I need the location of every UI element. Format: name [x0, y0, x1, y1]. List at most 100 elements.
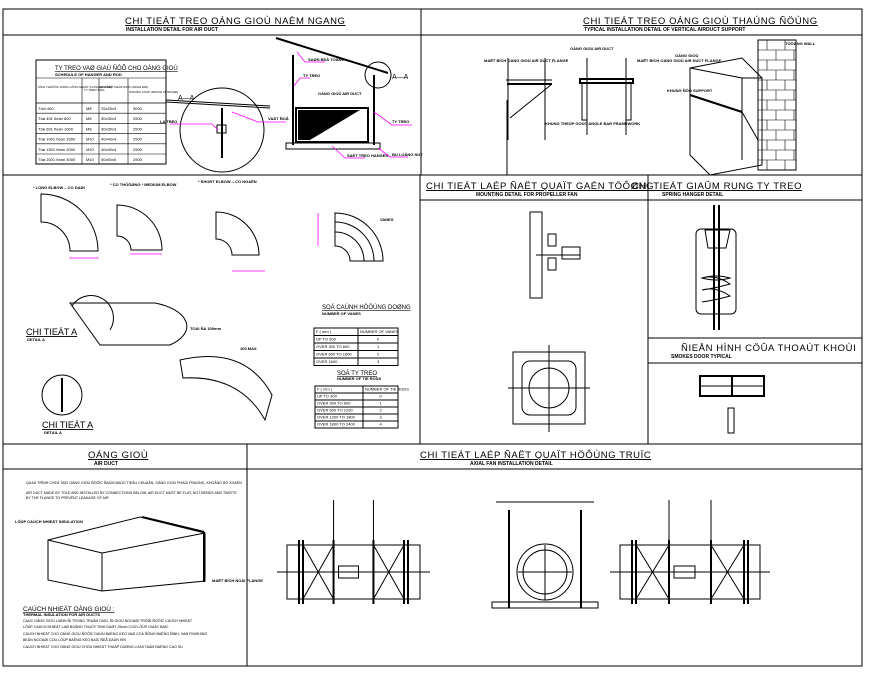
- section-smoke-door: ÑIEÅN HÌNH CÖÛA THOAÙT KHOÙI SMOKES DOOR…: [671, 343, 856, 434]
- label: VANES: [380, 217, 394, 222]
- vaned-elbow: [334, 212, 384, 262]
- table-title: SOÁ CAÙNH HÖÔÙNG DOØNG: [322, 304, 411, 311]
- label: * CO THÖÔØNG * MEDIUM ELBOW: [110, 182, 177, 187]
- label: VAÄT ÑOÃ: [268, 116, 289, 121]
- note: CAÙCH NHIEÄT CHO OÁNG GIOÙ ÑÖÔÏC DAÙN BA…: [23, 631, 208, 636]
- table-cell: UP TO 300: [316, 337, 337, 342]
- duct-elbow-3d: [69, 302, 188, 346]
- note: AIR DUCT MADE BY TOLE AND INSTALLED BY C…: [26, 491, 237, 495]
- section-air-duct: OÁNG GIOÙ AIR DUCT QUAÙ TRÌNH CHEÁ TAÏO …: [15, 450, 263, 649]
- section-subtitle: INSTALLATION DETAIL FOR AIR DUCT: [126, 27, 218, 33]
- section-horizontal-duct: CHI TIEÁT TREO OÁNG GIOÙ NAÈM NGANG INST…: [35, 16, 423, 173]
- table-cell: 2500: [133, 157, 143, 162]
- medium-elbow: [116, 204, 163, 251]
- label: LA TREO: [160, 119, 177, 124]
- table-header: GIAÙ ÑÔÕ THEÙP GOÙC (ANGLE BAR): [100, 84, 148, 89]
- insulation-title: CAÙCH NHIEÄT OÁNG GIOÙ :: [23, 604, 115, 613]
- table-title: TY TREO VAØ GIAÙ ÑÔÕ CHO OÁNG GIOÙ: [55, 65, 178, 72]
- table-cell: UP TO 300: [317, 394, 338, 399]
- table-subtitle: SCHEDULE OF HANGER AND ROD: [55, 72, 122, 77]
- section-mark: A—A: [392, 74, 409, 81]
- table-cell: 0: [380, 394, 383, 399]
- section-subtitle: TYPICAL INSTALLATION DETAIL OF VERTICAL …: [584, 27, 745, 33]
- section-title: CHI TIEÁT LAÉP ÑAËT QUAÏT HÖÔÙNG TRUÏC: [420, 450, 651, 461]
- section-mark: A—A: [178, 95, 195, 102]
- table-cell: M10: [86, 137, 95, 142]
- table-cell: 2: [377, 352, 380, 357]
- table-header: KHOAÛNG CAÙCH (SPACING OF HANGER): [129, 91, 178, 94]
- table-cell: 0: [377, 337, 380, 342]
- table-cell: 2500: [133, 116, 143, 121]
- brick-wall: [757, 39, 797, 171]
- section-subtitle: AIR DUCT: [94, 461, 118, 467]
- table-cell: 50x50x5: [101, 157, 117, 162]
- vanes-table: SOÁ CAÙNH HÖÔÙNG DOØNG NUMBER OF VANES F…: [313, 304, 411, 366]
- section-title: ÑIEÅN HÌNH CÖÛA THOAÙT KHOÙI: [681, 343, 856, 354]
- table-cell-box: [357, 357, 399, 366]
- label: MAËT BÍCH NOÁI FLANGE: [212, 578, 263, 583]
- table-cell: 40x40x4: [101, 137, 117, 142]
- table-cell: 30x30x3: [101, 126, 117, 131]
- table-cell: 30x30x3: [101, 116, 117, 121]
- table-header: NUMBER OF VANES: [360, 329, 399, 334]
- note: BY THE FLANGE TO PREVENT LEAKAGE OF AIR: [26, 496, 109, 500]
- table-cell: 1: [380, 401, 383, 406]
- detail-title: CHI TIEÁT A: [42, 420, 93, 430]
- detail-a-circle: [41, 374, 83, 416]
- label: * SHORT ELBOW – CO NGAÉN: [198, 179, 257, 184]
- table-cell: M8: [86, 126, 92, 131]
- table-cell: OVER 1200 TO 1800: [317, 415, 356, 420]
- label: OÁNG GIOÙ AIR DUCT: [570, 46, 614, 51]
- label: * LONG ELBOW – CO DAØI: [33, 185, 85, 190]
- short-elbow: [215, 211, 260, 256]
- curved-duct: [179, 356, 273, 422]
- label: TY TREO: [392, 119, 409, 124]
- section-title: CHI TIEÁT GIAÛM RUNG TY TREO: [632, 181, 802, 192]
- table-cell: OVER 1800 TO 2400: [317, 422, 356, 427]
- section-spring-hanger: CHI TIEÁT GIAÛM RUNG TY TREO SPRING HANG…: [632, 181, 802, 330]
- label: OÁNG GIOÙ AIR DUCT: [318, 91, 362, 96]
- section-propeller-fan: CHI TIEÁT LAÉP ÑAËT QUAÏT GAÉN TÖÔØNG MO…: [426, 181, 653, 432]
- table-cell: 3: [377, 359, 380, 364]
- table-header: F ( mm ): [316, 329, 332, 334]
- table-cell: OVER 600 TO 1200: [317, 408, 353, 413]
- label: MAËT BÍCH OÁNG GIOÙ AIR DUCT FLANGE: [484, 58, 569, 63]
- label: OÁNG GIOÙ: [675, 53, 698, 58]
- table-cell: M10: [86, 147, 95, 152]
- slab-line: [275, 37, 389, 74]
- label: TOÁI ÑA 100mm: [190, 326, 222, 331]
- air-duct-section: [295, 107, 369, 143]
- table-header: F ( mm ): [317, 387, 333, 392]
- table-subtitle: NUMBER OF TIE RODS: [337, 376, 382, 381]
- table-cell: M8: [86, 106, 92, 111]
- note: CAÙC OÁNG GIOÙ LAÏNH ÑI TRONG TRAÀN GIAÛ…: [23, 618, 193, 623]
- table-subtitle: NUMBER OF VANES: [322, 311, 361, 316]
- section-subtitle: MOUNTING DETAIL FOR PROPELLER FAN: [476, 192, 578, 198]
- table-cell: 3000: [133, 106, 143, 111]
- table-cell: Töø 1501 ñeán 2000: [38, 147, 76, 152]
- section-vertical-duct: CHI TIEÁT TREO OÁNG GIOÙ THAÚNG ÑÖÙNG TY…: [484, 16, 817, 176]
- label: 100 MAX: [240, 346, 257, 351]
- section-title: OÁNG GIOÙ: [88, 450, 148, 461]
- table-cell: M10: [86, 157, 95, 162]
- label: BU LOÂNG NUT: [392, 152, 423, 157]
- table-cell: OVER 300 TO 600: [317, 401, 351, 406]
- table-title: SOÁ TY TREO: [337, 370, 377, 377]
- long-elbow: [40, 193, 99, 252]
- table-cell: 2500: [133, 126, 143, 131]
- table-cell: Töø 2001 ñeán 3000: [38, 157, 76, 162]
- section-subtitle: SPRING HANGER DETAIL: [662, 192, 723, 198]
- hanger-schedule-table: TY TREO VAØ GIAÙ ÑÔÕ CHO OÁNG GIOÙ SCHED…: [35, 59, 178, 165]
- label: SAÉT TREO HANGER: [347, 153, 388, 158]
- detail-subtitle: DETAIL A: [27, 337, 45, 342]
- table-header: TY TREO ROD: [84, 88, 105, 92]
- table-cell: M8: [86, 116, 92, 121]
- section-axial-fan: CHI TIEÁT LAÉP ÑAËT QUAÏT HÖÔÙNG TRUÏC A…: [277, 450, 770, 609]
- table-cell: Töø 401 ñeán 600: [38, 116, 71, 121]
- note: LÔÙP CAÙCH NHIEÄT LAØ BOÂNG THUÛY TINH D…: [23, 624, 169, 629]
- table-cell: OVER 1600: [316, 359, 338, 364]
- section-subtitle: SMOKES DOOR TYPICAL: [671, 354, 732, 360]
- note: BEÂN NGOAØI COÙ LÔÙP BAÊNG KEO BAÏC ÑEÅ …: [23, 637, 126, 642]
- label: MAËT BÍCH OÁNG GIOÙ AIR DUCT FLANGE: [637, 58, 722, 63]
